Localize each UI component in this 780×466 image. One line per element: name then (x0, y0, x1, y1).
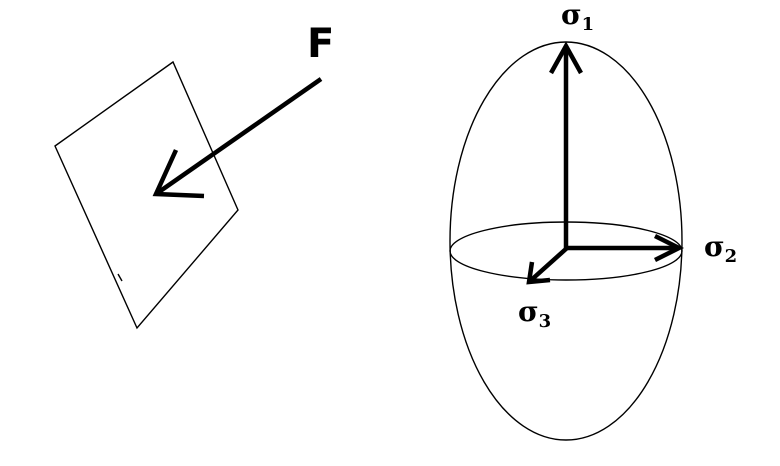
sigma2-label: σ2 (704, 230, 737, 267)
sigma3-axis (527, 246, 569, 284)
sigma2-arrow-head (653, 233, 685, 263)
force-on-plane-figure: F (54, 21, 334, 330)
plane-edge-tick (117, 273, 123, 282)
force-arrow-head (152, 149, 205, 199)
stress-ellipsoid-figure: σ1 σ2 σ3 (449, 0, 737, 441)
force-arrow-shaft (154, 77, 323, 196)
sigma3-label: σ3 (518, 295, 551, 332)
inclined-plane (54, 60, 239, 330)
sigma3-arrow-head (526, 261, 551, 285)
sigma1-arrow-head (549, 41, 583, 75)
force-label: F (307, 21, 334, 67)
sigma1-label: σ1 (561, 0, 594, 35)
